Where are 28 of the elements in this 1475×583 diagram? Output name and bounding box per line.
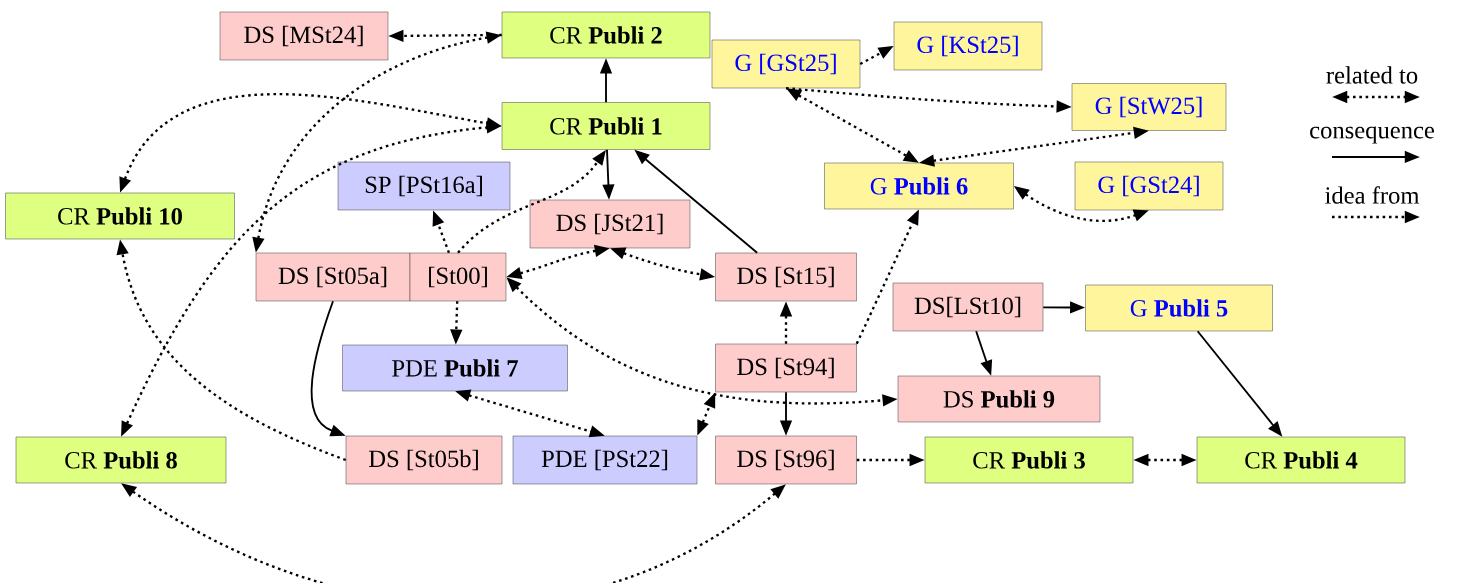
legend-text: consequence — [1310, 126, 1434, 144]
legend-text: related to — [1326, 66, 1418, 84]
publication-box: CR Publi 4 — [1196, 436, 1406, 484]
publication-box: DS Publi 9 — [897, 375, 1101, 423]
publication-box: G Publi 6 — [824, 162, 1014, 210]
publication-box: SP [PSt16a] — [337, 161, 511, 211]
publication-box: DS [St96] — [715, 435, 857, 485]
publication-box: [St00] — [409, 252, 507, 302]
publication-box: DS [JSt21] — [529, 199, 691, 249]
publication-box: DS [St05a] — [255, 252, 411, 302]
publication-box: CR Publi 10 — [5, 192, 235, 240]
publication-box: G [KSt25] — [893, 21, 1043, 71]
publication-box: PDE [PSt22] — [512, 435, 698, 485]
legend-text: idea from — [1325, 186, 1420, 204]
publication-box: DS[LSt10] — [892, 282, 1044, 332]
publication-box: G Publi 5 — [1085, 284, 1273, 332]
publication-box: G [GSt25] — [711, 39, 861, 89]
publication-box: DS [St94] — [715, 343, 857, 393]
publication-box: DS [St05b] — [345, 435, 503, 485]
publication-box: CR Publi 2 — [501, 11, 711, 59]
publication-box: CR Publi 8 — [15, 436, 227, 484]
publication-box: G [GSt24] — [1074, 161, 1224, 211]
publication-box: G [StW25] — [1071, 83, 1227, 131]
publication-box: CR Publi 3 — [924, 436, 1134, 484]
publication-box: DS [St15] — [715, 252, 857, 302]
publication-box: DS [MSt24] — [219, 11, 389, 61]
publication-box: PDE Publi 7 — [342, 344, 568, 392]
publication-box: CR Publi 1 — [501, 102, 711, 150]
